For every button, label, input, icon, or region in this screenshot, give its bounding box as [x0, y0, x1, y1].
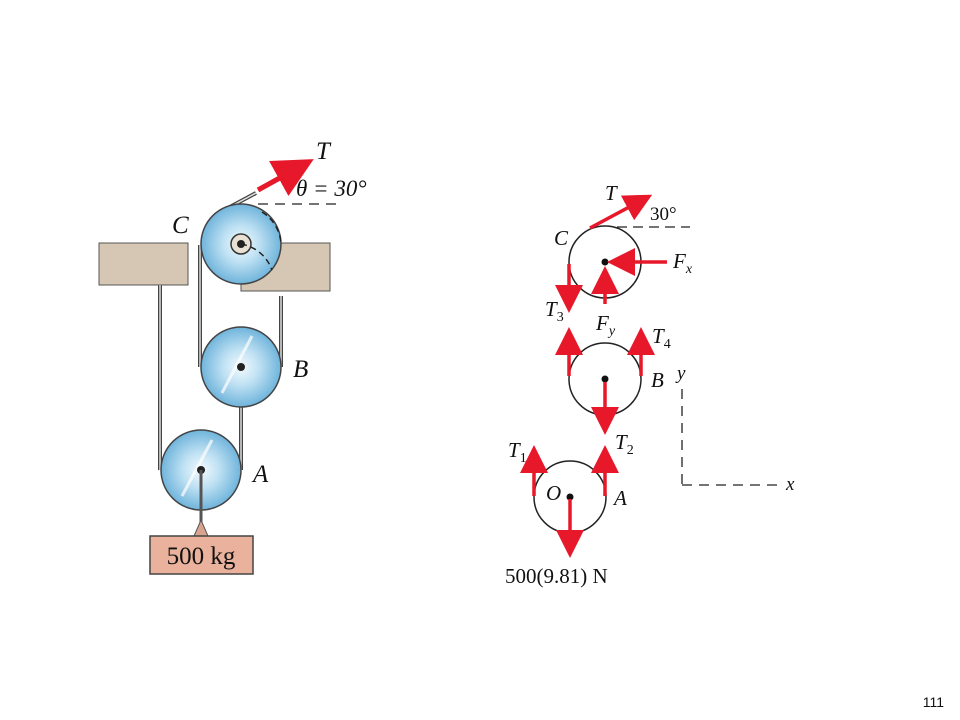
fbd-center-o — [566, 493, 574, 501]
mass-hanger-bracket — [193, 518, 209, 537]
fbd-label-c: C — [554, 226, 569, 250]
fbd-label-angle: 30° — [650, 204, 677, 225]
fbd-label-a: A — [612, 486, 627, 510]
axis-y-label: y — [675, 363, 686, 384]
angle-label: θ = 30° — [296, 176, 367, 201]
fbd-label-weight: 500(9.81) N — [505, 564, 608, 588]
fbd-label-t4: T4 — [652, 324, 671, 352]
pulley-c-label: C — [172, 212, 189, 239]
page-number: 111 — [922, 694, 944, 710]
fbd-label-fy: Fy — [595, 311, 616, 339]
fbd-label-t1: T1 — [508, 438, 527, 466]
pulley-b-label: B — [293, 356, 308, 383]
free-body-diagram: T 30° C Fx Fy T3 T4 B T1 T2 O A 500(9.81… — [505, 181, 795, 588]
fbd-center-b — [601, 375, 609, 383]
fbd-label-t: T — [605, 181, 618, 205]
fbd-axes: y x — [675, 363, 795, 495]
mass-label: 500 kg — [167, 543, 236, 570]
mass-block — [149, 535, 254, 575]
fbd-label-t2: T2 — [615, 430, 634, 458]
pulley-a-label: A — [251, 461, 269, 488]
pulley-c — [200, 203, 282, 285]
fbd-center-c — [601, 258, 609, 266]
fbd-arrow-t — [589, 194, 653, 230]
fbd-label-b: B — [651, 368, 664, 392]
left-support-beam — [98, 242, 189, 286]
axis-x-label: x — [785, 474, 795, 495]
tension-label: T — [316, 138, 332, 165]
fbd-label-o: O — [546, 481, 561, 505]
fbd-label-fx: Fx — [672, 249, 693, 277]
fbd-label-t3: T3 — [545, 297, 564, 325]
pulley-b — [200, 326, 282, 408]
pulley-system-drawing: 500 kg T θ = 30° C B A — [98, 138, 367, 575]
tension-arrow — [256, 159, 314, 197]
